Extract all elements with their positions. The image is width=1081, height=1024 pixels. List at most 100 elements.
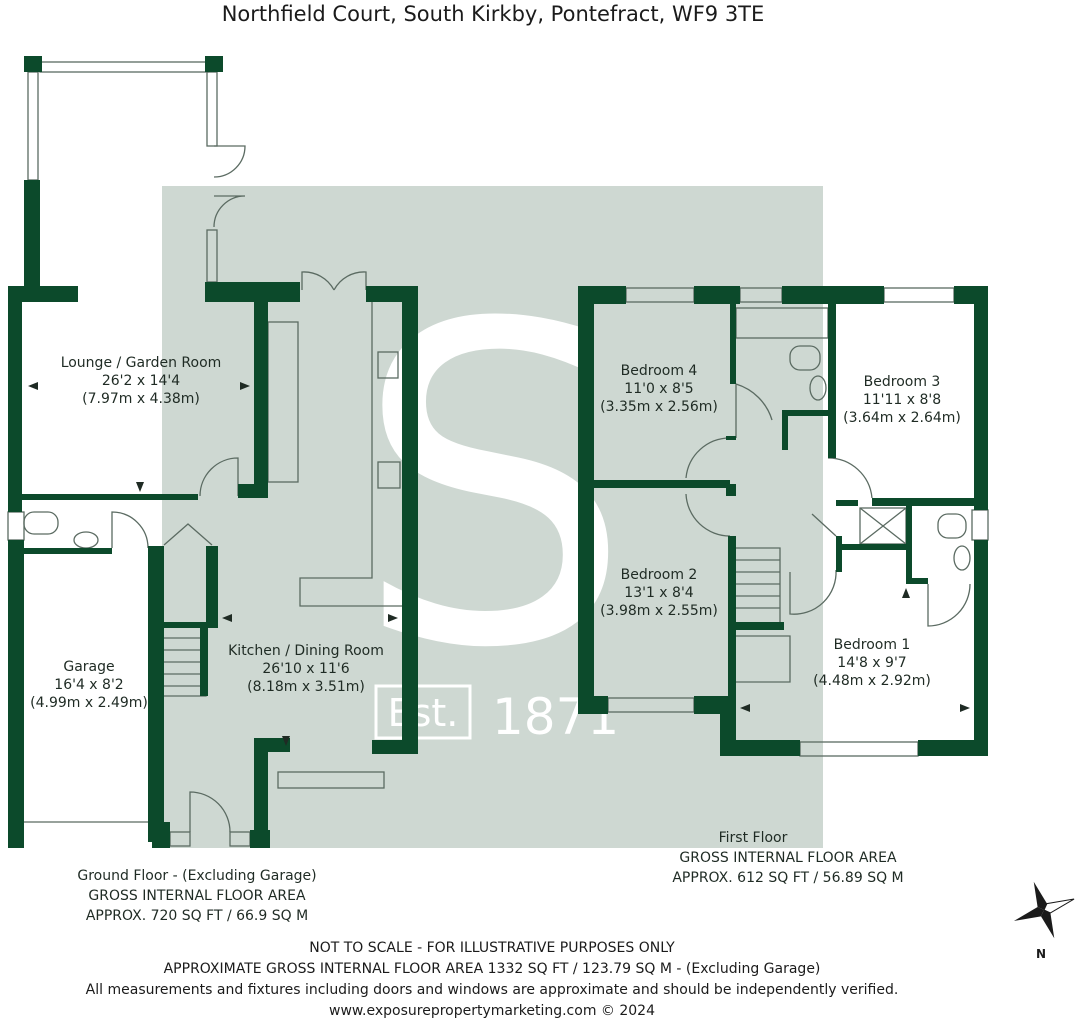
wall: [254, 738, 290, 752]
bedroom1-door-swing: [789, 569, 837, 615]
wall: [836, 536, 842, 572]
room-metric: (4.48m x 2.92m): [813, 673, 931, 689]
wall: [205, 282, 300, 302]
footer-line-scale: NOT TO SCALE - FOR ILLUSTRATIVE PURPOSES…: [309, 940, 675, 956]
ground-floor-area-label: GROSS INTERNAL FLOOR AREA: [88, 888, 306, 904]
first-staircase: [736, 547, 791, 683]
wall: [152, 822, 170, 848]
lounge-door-swing: [199, 457, 239, 497]
wall: [24, 548, 112, 554]
wall: [578, 286, 594, 714]
wall: [840, 544, 906, 550]
room-imperial: 14'8 x 9'7: [837, 655, 907, 671]
wall: [578, 696, 608, 714]
wall: [594, 480, 730, 488]
ground-floor-walls: [8, 56, 418, 848]
dimension-arrow: [902, 588, 910, 598]
wall: [206, 546, 218, 626]
wall: [726, 436, 736, 440]
footer-line-website: www.exposurepropertymarketing.com © 2024: [328, 1003, 655, 1019]
wall: [200, 626, 208, 696]
wall: [906, 506, 912, 582]
first-floor-area-value: APPROX. 612 SQ FT / 56.89 SQ M: [672, 870, 904, 886]
compass-north-label: N: [1036, 947, 1046, 961]
dimension-arrow: [282, 736, 290, 746]
compass-point: [1043, 898, 1075, 914]
wall: [24, 180, 40, 286]
bathroom-toilet: [789, 345, 821, 371]
bedroom3-door-swing: [827, 457, 873, 499]
wall: [254, 738, 268, 848]
wall: [720, 740, 800, 756]
first-floor-caption: First Floor GROSS INTERNAL FLOOR AREA AP…: [672, 828, 903, 888]
wall: [730, 302, 736, 384]
ground-floor-label: Ground Floor - (Excluding Garage): [77, 868, 317, 884]
wall: [974, 540, 988, 756]
dimension-arrow: [136, 482, 144, 492]
ground-floor-caption: Ground Floor - (Excluding Garage) GROSS …: [77, 866, 316, 926]
first-floor-walls: [578, 286, 988, 756]
room-imperial: 11'0 x 8'5: [624, 381, 694, 397]
room-metric: (3.35m x 2.56m): [600, 399, 718, 415]
compass-point: [1013, 907, 1044, 921]
dimension-arrow: [28, 382, 38, 390]
room-name: Bedroom 4: [620, 363, 698, 379]
room-imperial: 13'1 x 8'4: [624, 585, 694, 601]
wall: [205, 56, 223, 72]
dimension-arrow: [388, 614, 398, 622]
footer-line-measurements: All measurements and fixtures including …: [85, 982, 899, 998]
room-metric: (8.18m x 3.51m): [247, 679, 365, 695]
wall: [8, 540, 24, 848]
room-label-bedroom3: Bedroom 3 11'11 x 8'8 (3.64m x 2.64m): [843, 373, 961, 427]
cupboard-door-swing: [811, 513, 837, 537]
front-door-swing: [189, 791, 231, 833]
room-imperial: 16'4 x 8'2: [54, 677, 124, 693]
room-name: Kitchen / Dining Room: [228, 643, 384, 659]
room-label-garage: Garage 16'4 x 8'2 (4.99m x 2.49m): [30, 658, 148, 712]
room-imperial: 26'10 x 11'6: [262, 661, 350, 677]
ensuite-door-swing: [927, 583, 971, 627]
room-imperial: 26'2 x 14'4: [101, 373, 181, 389]
room-label-kitchen: Kitchen / Dining Room 26'10 x 11'6 (8.18…: [228, 642, 384, 696]
dimension-arrow: [222, 614, 232, 622]
wall: [782, 410, 832, 416]
landing-door-swing-a: [685, 437, 731, 479]
wc-basin: [73, 531, 99, 549]
wall: [164, 622, 218, 628]
wall: [22, 494, 198, 500]
bedroom4-door-swing: [735, 383, 773, 438]
ensuite-basin: [953, 545, 971, 571]
wall: [238, 484, 268, 498]
wall: [148, 546, 164, 842]
first-floor-label: First Floor: [718, 830, 788, 846]
watermark-est-box: [374, 684, 472, 740]
wall: [250, 830, 270, 848]
room-metric: (4.99m x 2.49m): [30, 695, 148, 711]
room-name: Bedroom 2: [620, 567, 698, 583]
watermark-est-label: Est.: [388, 691, 459, 735]
landing-door-swing-b: [685, 493, 731, 537]
garden-room-window-top: [39, 61, 209, 73]
bathroom-basin: [809, 375, 827, 401]
wall: [906, 578, 928, 584]
wall: [402, 286, 418, 610]
wc-window: [7, 511, 25, 541]
wc-door-swing: [111, 511, 149, 549]
room-name: Bedroom 3: [863, 374, 941, 390]
wall: [974, 286, 988, 510]
wc-toilet: [23, 511, 59, 535]
room-name: Lounge / Garden Room: [60, 355, 222, 371]
wall: [836, 500, 858, 506]
dimension-arrow: [240, 382, 250, 390]
room-name: Garage: [63, 659, 115, 675]
room-label-bedroom2: Bedroom 2 13'1 x 8'4 (3.98m x 2.55m): [600, 566, 718, 620]
wall: [8, 286, 22, 512]
wall: [726, 484, 736, 496]
room-label-bedroom4: Bedroom 4 11'0 x 8'5 (3.35m x 2.56m): [600, 362, 718, 416]
first-floor-area-label: GROSS INTERNAL FLOOR AREA: [679, 850, 897, 866]
room-name: Bedroom 1: [833, 637, 911, 653]
dimension-arrow: [740, 704, 750, 712]
wall: [402, 610, 418, 754]
wall: [8, 286, 78, 302]
wall: [736, 622, 784, 630]
